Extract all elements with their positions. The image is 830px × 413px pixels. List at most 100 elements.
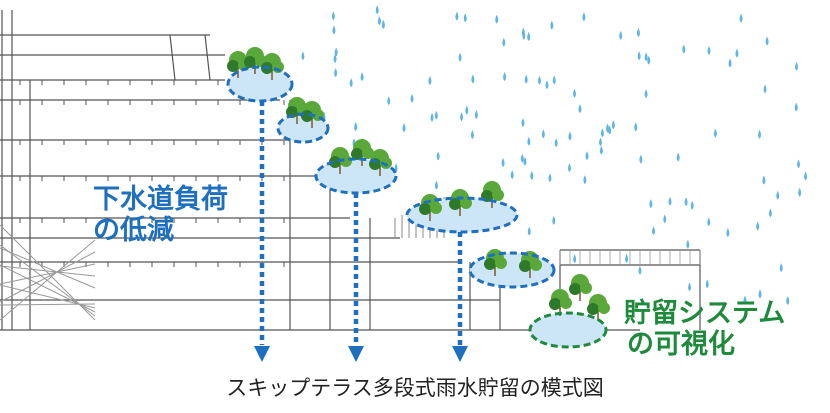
raindrop-icon	[636, 27, 640, 37]
raindrop-icon	[530, 171, 534, 181]
raindrop-icon	[537, 75, 541, 85]
raindrop-icon	[668, 196, 672, 206]
raindrop-icon	[728, 58, 732, 68]
raindrop-icon	[798, 187, 802, 197]
raindrop-icon	[676, 152, 680, 162]
tree-icon	[351, 148, 363, 160]
raindrop-icon	[599, 145, 603, 155]
raindrop-icon	[735, 48, 739, 58]
raindrop-icon	[743, 295, 747, 305]
raindrop-icon	[463, 13, 467, 23]
raindrop-icon	[625, 253, 629, 263]
raindrop-icon	[707, 217, 711, 227]
raindrop-icon	[598, 137, 602, 147]
raindrop-icon	[527, 136, 531, 146]
raindrop-icon	[554, 138, 558, 148]
raindrop-icon	[541, 129, 545, 139]
raindrop-icon	[762, 175, 766, 185]
raindrop-icon	[804, 171, 808, 181]
tree-icon	[227, 60, 239, 72]
tree-icon	[519, 260, 531, 272]
storage-tank-fill	[530, 313, 606, 347]
raindrop-icon	[688, 282, 692, 292]
raindrop-icon	[758, 289, 762, 299]
tree-icon	[362, 147, 374, 159]
escalator-line	[0, 247, 96, 289]
raindrop-icon	[332, 25, 336, 35]
tree-icon	[580, 282, 592, 294]
storage-visualization-label: 貯留システム の可視化	[624, 298, 785, 360]
structure-line	[169, 34, 176, 81]
raindrop-icon	[794, 102, 798, 112]
sewer-load-label-line1: 下水道負荷	[93, 184, 228, 215]
raindrop-icon	[377, 16, 381, 26]
sewer-load-reduction-label: 下水道負荷 の低減	[93, 184, 228, 246]
raindrop-icon	[652, 226, 656, 236]
tree-icon	[419, 203, 431, 215]
raindrop-icon	[644, 89, 648, 99]
raindrop-icon	[550, 20, 554, 30]
raindrop-icon	[713, 128, 717, 138]
raindrop-icon	[768, 208, 772, 218]
tree-icon	[530, 259, 542, 271]
raindrop-icon	[524, 74, 528, 84]
raindrop-icon	[360, 72, 364, 82]
raindrop-icon	[649, 199, 653, 209]
sewer-load-label-line2: の低減	[93, 215, 174, 247]
raindrop-icon	[797, 159, 801, 169]
raindrop-icon	[301, 51, 305, 61]
raindrop-icon	[644, 52, 648, 62]
raindrop-icon	[682, 44, 686, 54]
raindrop-icon	[705, 279, 709, 289]
raindrop-icon	[455, 11, 459, 21]
escalator-line	[0, 265, 96, 277]
tree-icon	[449, 198, 461, 210]
tree-icon	[329, 156, 341, 168]
raindrop-icon	[527, 32, 531, 42]
tree-icon	[484, 258, 496, 270]
raindrop-icon	[460, 112, 464, 122]
storage-tank-outline	[468, 251, 556, 289]
raindrop-icon	[522, 30, 526, 40]
raindrop-icon	[523, 156, 527, 166]
escalator-line	[0, 263, 96, 285]
tree-icon	[549, 298, 561, 310]
raindrop-icon	[663, 214, 667, 224]
raindrop-icon	[510, 170, 514, 180]
escalator-line	[0, 251, 96, 303]
raindrop-icon	[458, 52, 462, 62]
storage-visualization-label-line2: の可視化	[627, 329, 735, 361]
escalator-line	[0, 303, 96, 306]
raindrop-icon	[410, 93, 414, 103]
structure-line	[204, 34, 211, 81]
raindrop-icon	[582, 12, 586, 22]
raindrop-icon	[583, 175, 587, 185]
tree-icon	[380, 157, 392, 169]
storage-tank-outline	[528, 311, 608, 349]
raindrop-icon	[349, 78, 353, 88]
arrow-down-icon	[254, 346, 270, 362]
raindrop-icon	[611, 120, 615, 130]
raindrop-icon	[573, 254, 577, 264]
raindrop-icon	[568, 131, 572, 141]
raindrop-icon	[331, 11, 335, 21]
tree-icon	[560, 297, 572, 309]
raindrop-icon	[501, 157, 505, 167]
raindrop-icon	[578, 104, 582, 114]
raindrop-icon	[795, 61, 799, 71]
raindrop-icon	[334, 68, 338, 78]
raindrop-icon	[786, 295, 790, 305]
raindrop-icon	[684, 197, 688, 207]
tree-icon	[430, 202, 442, 214]
raindrop-icon	[690, 200, 694, 210]
raindrop-icon	[619, 30, 623, 40]
terrace-layer	[226, 47, 610, 349]
raindrop-icon	[470, 130, 474, 140]
raindrop-icon	[545, 80, 549, 90]
raindrop-icon	[434, 110, 438, 120]
raindrop-icon	[634, 122, 638, 132]
drain-arrows	[254, 101, 468, 362]
raindrop-icon	[474, 110, 478, 120]
raindrop-icon	[503, 71, 507, 81]
